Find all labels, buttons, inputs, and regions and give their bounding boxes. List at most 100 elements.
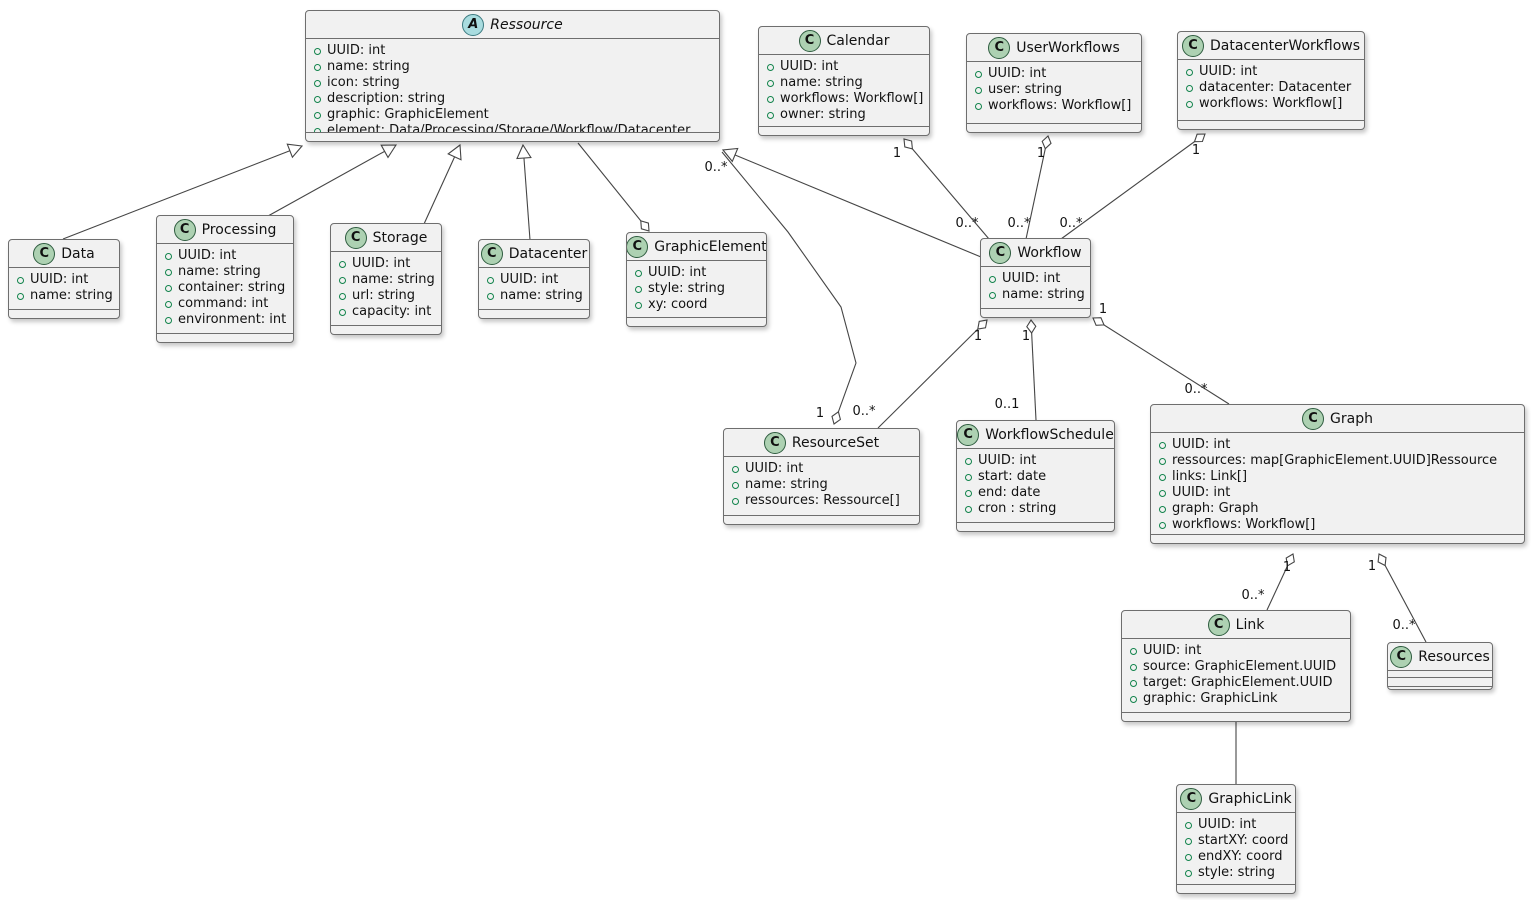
- generalization-triangle-icon: [447, 143, 462, 161]
- attribute-row: datacenter: Datacenter: [1186, 80, 1356, 96]
- attribute-label: startXY: coord: [1198, 833, 1289, 848]
- field-visibility-icon: [339, 292, 346, 300]
- attribute-label: graph: Graph: [1172, 501, 1259, 516]
- field-visibility-icon: [767, 95, 774, 103]
- attribute-row: element: Data/Processing/Storage/Workflo…: [314, 123, 711, 132]
- field-visibility-icon: [965, 473, 972, 481]
- attribute-label: name: string: [327, 59, 410, 74]
- generalization-triangle-icon: [721, 147, 739, 163]
- class-name: Workflow: [1017, 244, 1082, 261]
- attribute-label: UUID: int: [352, 256, 411, 271]
- attribute-label: workflows: Workflow[]: [780, 91, 924, 106]
- methods-compartment: [1177, 884, 1295, 893]
- edge-workflow-graph: [1092, 317, 1230, 405]
- attribute-label: capacity: int: [352, 304, 432, 319]
- attribute-label: UUID: int: [648, 265, 707, 280]
- field-visibility-icon: [975, 102, 982, 110]
- class-kind-icon: C: [798, 29, 821, 52]
- attribute-label: UUID: int: [178, 248, 237, 263]
- attribute-label: endXY: coord: [1198, 849, 1283, 864]
- aggregation-diamond-icon: [1092, 317, 1105, 326]
- attribute-label: UUID: int: [988, 66, 1047, 81]
- attribute-label: style: string: [1198, 865, 1276, 880]
- attribute-label: source: GraphicElement.UUID: [1143, 659, 1337, 674]
- field-visibility-icon: [1130, 679, 1137, 687]
- attribute-row: source: GraphicElement.UUID: [1130, 659, 1342, 675]
- class-name: Ressource: [490, 16, 563, 33]
- attribute-label: style: string: [648, 281, 726, 296]
- field-visibility-icon: [314, 63, 321, 71]
- attribute-label: graphic: GraphicElement: [327, 107, 489, 122]
- attribute-row: workflows: Workflow[]: [767, 91, 924, 107]
- aggregation-diamond-icon: [831, 410, 842, 425]
- attribute-row: name: string: [165, 264, 285, 280]
- class-name: GraphicElement: [654, 238, 766, 255]
- attribute-label: xy: coord: [648, 297, 708, 312]
- methods-compartment: [967, 123, 1141, 132]
- attribute-row: UUID: int: [487, 272, 581, 288]
- attribute-label: cron : string: [978, 501, 1057, 516]
- attribute-label: UUID: int: [1199, 64, 1258, 79]
- field-visibility-icon: [767, 111, 774, 119]
- aggregation-diamond-icon: [640, 220, 650, 232]
- field-visibility-icon: [1130, 663, 1137, 671]
- field-visibility-icon: [1159, 521, 1166, 529]
- attribute-row: target: GraphicElement.UUID: [1130, 675, 1342, 691]
- attribute-label: owner: string: [780, 107, 866, 122]
- field-visibility-icon: [165, 268, 172, 276]
- multiplicity-label: 0..*: [1392, 618, 1416, 633]
- multiplicity-label: 1: [893, 146, 901, 161]
- field-visibility-icon: [1130, 695, 1137, 703]
- attribute-row: description: string: [314, 91, 711, 107]
- class-kind-icon: C: [957, 423, 980, 446]
- field-visibility-icon: [165, 252, 172, 260]
- multiplicity-label: 1: [1283, 560, 1291, 575]
- multiplicity-label: 1: [1022, 329, 1030, 344]
- attribute-row: endXY: coord: [1185, 849, 1287, 865]
- attribute-label: command: int: [178, 296, 269, 311]
- methods-compartment: [9, 309, 119, 318]
- attribute-row: command: int: [165, 296, 285, 312]
- field-visibility-icon: [1185, 853, 1192, 861]
- field-visibility-icon: [965, 489, 972, 497]
- edge-resourceset-ressource: [721, 151, 857, 425]
- field-visibility-icon: [975, 86, 982, 94]
- attribute-label: name: string: [1002, 287, 1085, 302]
- attribute-row: name: string: [314, 59, 711, 75]
- field-visibility-icon: [1186, 100, 1193, 108]
- attribute-row: UUID: int: [975, 66, 1133, 82]
- attribute-row: UUID: int: [732, 461, 911, 477]
- attribute-row: workflows: Workflow[]: [975, 98, 1133, 114]
- class-name: Datacenter: [508, 245, 588, 262]
- multiplicity-label: 0..*: [1184, 382, 1208, 397]
- attribute-label: UUID: int: [1172, 485, 1231, 500]
- attribute-row: UUID: int: [989, 271, 1082, 287]
- attribute-label: name: string: [745, 477, 828, 492]
- class-name: Data: [61, 245, 95, 262]
- field-visibility-icon: [635, 285, 642, 293]
- multiplicity-label: 1: [816, 406, 824, 421]
- attribute-row: cron : string: [965, 501, 1106, 517]
- methods-compartment: [981, 308, 1090, 317]
- attribute-label: UUID: int: [1172, 437, 1231, 452]
- field-visibility-icon: [732, 465, 739, 473]
- attribute-row: UUID: int: [17, 272, 111, 288]
- field-visibility-icon: [635, 301, 642, 309]
- attribute-row: name: string: [989, 287, 1085, 303]
- attribute-label: links: Link[]: [1172, 469, 1248, 484]
- field-visibility-icon: [1159, 473, 1166, 481]
- multiplicity-label: 1: [974, 329, 982, 344]
- field-visibility-icon: [314, 95, 321, 103]
- methods-compartment: [157, 333, 293, 342]
